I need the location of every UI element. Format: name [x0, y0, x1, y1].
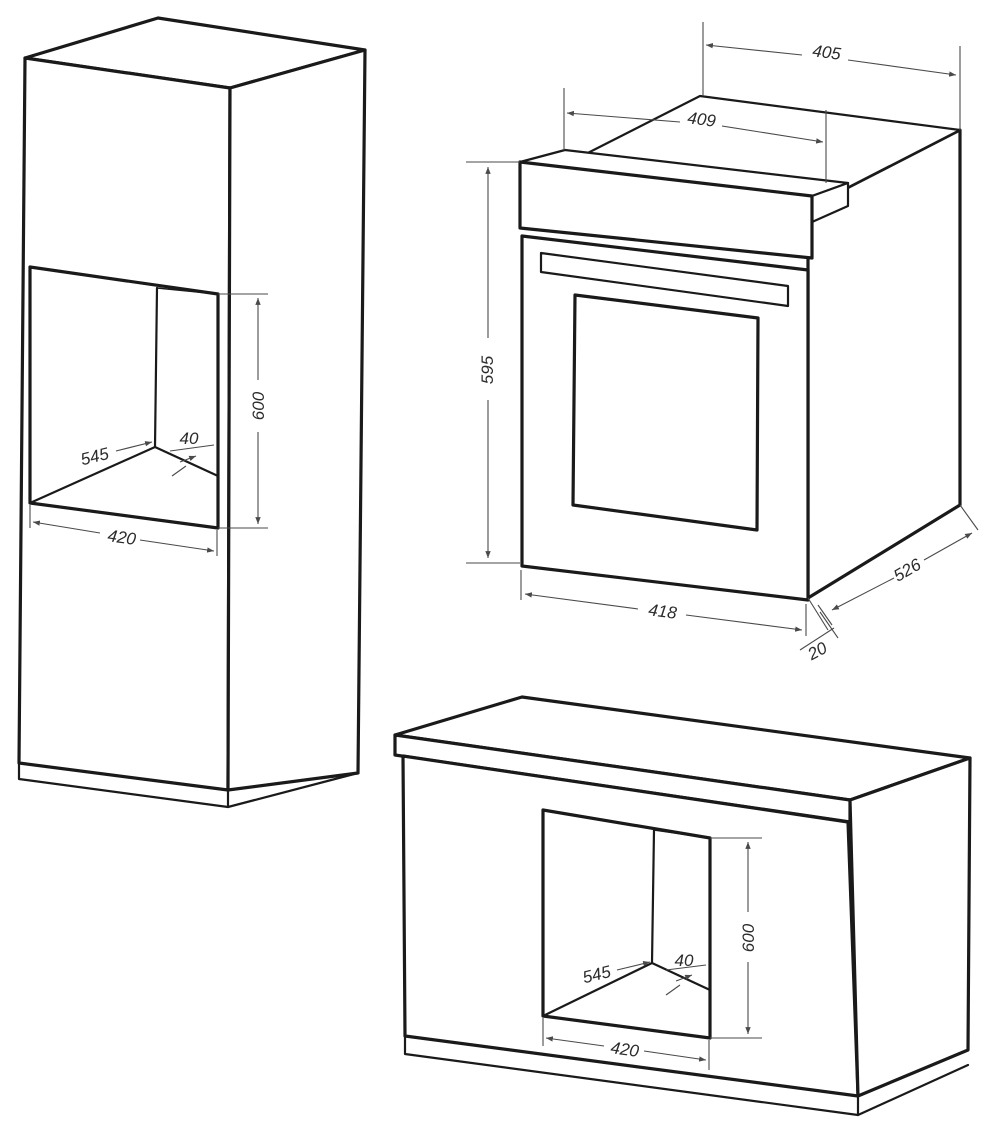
tall-vent-gap-dimension: 40 — [169, 429, 215, 477]
oven-height-dimension: 595 — [466, 161, 520, 564]
oven-handle — [539, 251, 790, 308]
base-cabinet: 600 545 40 420 — [393, 695, 972, 1117]
oven: 595 418 526 20 — [466, 22, 979, 664]
oven-width-dimension: 418 — [520, 570, 807, 636]
base-niche-height-label: 600 — [739, 923, 758, 952]
base-cabinet-side — [848, 756, 972, 1098]
base-cabinet-plinth — [403, 1034, 860, 1117]
tall-niche-width-dimension: 420 — [29, 505, 218, 556]
oven-depth-label: 526 — [890, 555, 925, 586]
base-vent-gap-dimension: 40 — [665, 951, 707, 996]
tall-cabinet-plinth — [17, 761, 230, 809]
oven-door-offset-label: 20 — [804, 638, 831, 664]
oven-window — [571, 293, 760, 532]
oven-control-panel — [518, 160, 814, 260]
tall-niche-height-label: 600 — [249, 391, 268, 420]
oven-top-inner-label: 409 — [686, 108, 717, 130]
tall-cabinet: 600 545 40 420 — [17, 16, 367, 809]
oven-top-depth-label: 405 — [811, 41, 842, 63]
tall-niche-width-label: 420 — [106, 526, 137, 549]
oven-height-label: 595 — [478, 355, 497, 384]
base-niche-width-dimension: 420 — [542, 1018, 710, 1070]
tall-cabinet-front — [17, 56, 232, 792]
base-vent-gap-label: 40 — [675, 951, 694, 970]
tall-vent-gap-label: 40 — [180, 429, 199, 448]
tall-niche-height-dimension: 600 — [218, 293, 268, 529]
base-niche-width-label: 420 — [609, 1038, 640, 1061]
oven-width-label: 418 — [647, 600, 678, 622]
base-niche-height-dimension: 600 — [710, 837, 762, 1039]
oven-top-depth-dimension: 405 — [702, 22, 961, 130]
oven-top-inner-dimension: 409 — [563, 88, 827, 183]
